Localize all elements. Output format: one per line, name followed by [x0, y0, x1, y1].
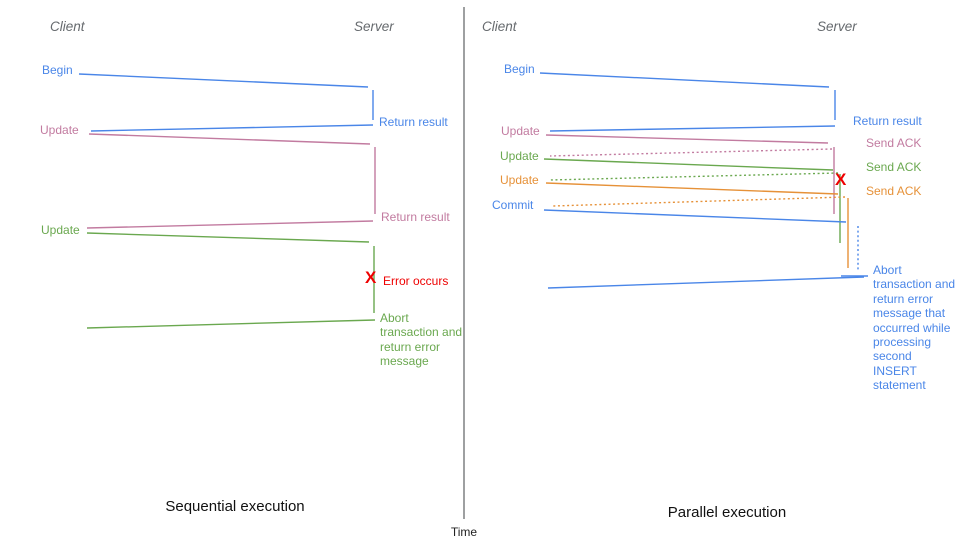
seq-abort-return-arrow [86, 319, 376, 329]
right-server-header: Server [817, 19, 857, 34]
left-abort-message-label: Abort transaction and return error messa… [380, 311, 463, 369]
right-send-ack1-label: Send ACK [866, 136, 922, 150]
right-panel-title: Parallel execution [667, 504, 787, 521]
seq-begin-request-arrow [78, 73, 369, 88]
right-error-x-icon: X [835, 170, 847, 189]
left-error-x-icon: X [365, 268, 377, 287]
seq-update2-request-arrow [86, 232, 370, 243]
par-send-ack1-arrow [549, 148, 833, 157]
seq-return-result2-arrow [86, 220, 374, 229]
right-update3-label: Update [500, 173, 539, 187]
left-return-result2-label: Return result [381, 210, 450, 224]
left-error-occurs-label: Error occurs [383, 274, 449, 288]
left-update1-label: Update [40, 123, 79, 137]
right-begin-label: Begin [504, 62, 535, 76]
right-update1-label: Update [501, 124, 540, 138]
right-send-ack3-label: Send ACK [866, 184, 922, 198]
par-update3-request-arrow [545, 182, 839, 195]
right-commit-label: Commit [492, 198, 534, 212]
seq-return-result1-arrow [90, 124, 374, 132]
right-update2-label: Update [500, 149, 539, 163]
par-send-ack3-arrow [552, 196, 846, 207]
left-client-header: Client [50, 19, 85, 34]
left-server-header: Server [354, 19, 394, 34]
right-abort-message-label: Abort transaction and return error messa… [873, 263, 956, 393]
par-update1-request-arrow [545, 134, 829, 144]
par-return-result-arrow [549, 125, 836, 132]
par-abort-return-arrow [547, 276, 865, 289]
left-panel-title: Sequential execution [165, 498, 305, 515]
par-begin-request-arrow [539, 72, 830, 88]
par-send-ack2-arrow [549, 172, 839, 181]
seq-update1-request-arrow [88, 133, 371, 145]
par-commit-request-arrow [543, 209, 847, 223]
right-client-header: Client [482, 19, 517, 34]
time-axis-label: Time [450, 525, 478, 539]
left-return-result1-label: Return result [379, 115, 448, 129]
left-update2-label: Update [41, 223, 80, 237]
right-return-result-label: Return result [853, 114, 922, 128]
right-send-ack2-label: Send ACK [866, 160, 922, 174]
left-begin-label: Begin [42, 63, 73, 77]
par-update2-request-arrow [543, 158, 834, 171]
